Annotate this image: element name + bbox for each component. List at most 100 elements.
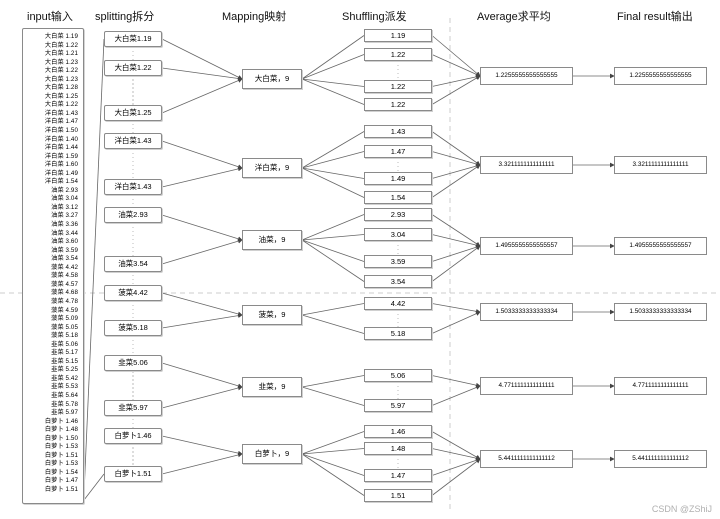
split-box-0[interactable]: 大白菜1.19	[104, 31, 162, 47]
input-row: 韭菜 5.42	[51, 374, 78, 382]
split-box-10[interactable]: 韭菜5.97	[104, 400, 162, 416]
map-box-0[interactable]: 大白菜，9	[242, 69, 302, 89]
split-box-8[interactable]: 菠菜5.18	[104, 320, 162, 336]
input-row: 大白菜 1.22	[44, 41, 78, 49]
shuffle-box-5[interactable]: 1.47	[364, 145, 432, 158]
input-row: 菠菜 4.57	[51, 280, 78, 288]
average-box-2[interactable]: 1.4955555555555557	[480, 237, 573, 255]
final-box-2[interactable]: 1.4955555555555557	[614, 237, 707, 255]
input-row: 韭菜 5.64	[51, 391, 78, 399]
final-box-0[interactable]: 1.2255555555555555	[614, 67, 707, 85]
shuffle-box-8[interactable]: 2.93	[364, 208, 432, 221]
input-row: 白萝卜 1.50	[44, 434, 78, 442]
input-row: 大白菜 1.28	[44, 84, 78, 92]
input-row: 韭菜 5.06	[51, 340, 78, 348]
input-row: 菠菜 4.68	[51, 289, 78, 297]
input-row: 洋白菜 1.59	[44, 152, 78, 160]
column-header-0: input输入	[27, 11, 73, 23]
shuffle-box-16[interactable]: 1.46	[364, 425, 432, 438]
input-row: 韭菜 5.25	[51, 366, 78, 374]
final-box-1[interactable]: 3.3211111111111111	[614, 156, 707, 174]
input-row: 大白菜 1.22	[44, 101, 78, 109]
shuffle-box-9[interactable]: 3.04	[364, 228, 432, 241]
shuffle-box-11[interactable]: 3.54	[364, 275, 432, 288]
final-box-3[interactable]: 1.5033333333333334	[614, 303, 707, 321]
input-row: 洋白菜 1.43	[44, 109, 78, 117]
input-row: 油菜 2.93	[51, 186, 78, 194]
input-row: 大白菜 1.19	[44, 33, 78, 40]
split-box-6[interactable]: 油菜3.54	[104, 256, 162, 272]
shuffle-box-7[interactable]: 1.54	[364, 191, 432, 204]
input-row: 菠菜 5.18	[51, 332, 78, 340]
column-header-5: Final result输出	[617, 11, 693, 23]
input-row: 白萝卜 1.51	[44, 485, 78, 493]
map-box-2[interactable]: 油菜，9	[242, 230, 302, 250]
input-row: 大白菜 1.25	[44, 92, 78, 100]
input-row: 油菜 3.60	[51, 238, 78, 246]
input-row: 洋白菜 1.50	[44, 127, 78, 135]
split-box-12[interactable]: 白萝卜1.51	[104, 466, 162, 482]
shuffle-box-12[interactable]: 4.42	[364, 297, 432, 310]
shuffle-box-0[interactable]: 1.19	[364, 29, 432, 42]
shuffle-box-19[interactable]: 1.51	[364, 489, 432, 502]
average-box-3[interactable]: 1.5033333333333334	[480, 303, 573, 321]
shuffle-box-15[interactable]: 5.97	[364, 399, 432, 412]
input-row: 菠菜 5.09	[51, 315, 78, 323]
average-box-0[interactable]: 1.2255555555555555	[480, 67, 573, 85]
average-box-1[interactable]: 3.3211111111111111	[480, 156, 573, 174]
input-row: 白萝卜 1.54	[44, 468, 78, 476]
shuffle-box-3[interactable]: 1.22	[364, 98, 432, 111]
input-row: 菠菜 4.58	[51, 272, 78, 280]
map-box-1[interactable]: 洋白菜，9	[242, 158, 302, 178]
shuffle-box-18[interactable]: 1.47	[364, 469, 432, 482]
average-box-5[interactable]: 5.4411111111111112	[480, 450, 573, 468]
input-row: 白萝卜 1.47	[44, 477, 78, 485]
input-row: 油菜 3.04	[51, 195, 78, 203]
shuffle-box-1[interactable]: 1.22	[364, 48, 432, 61]
split-box-4[interactable]: 洋白菜1.43	[104, 179, 162, 195]
split-box-9[interactable]: 韭菜5.06	[104, 355, 162, 371]
split-box-3[interactable]: 洋白菜1.43	[104, 133, 162, 149]
shuffle-box-14[interactable]: 5.06	[364, 369, 432, 382]
input-row: 洋白菜 1.40	[44, 135, 78, 143]
split-box-7[interactable]: 菠菜4.42	[104, 285, 162, 301]
input-row: 白萝卜 1.53	[44, 443, 78, 451]
split-box-2[interactable]: 大白菜1.25	[104, 105, 162, 121]
input-row: 菠菜 4.59	[51, 306, 78, 314]
input-row: 韭菜 5.78	[51, 400, 78, 408]
flow-edges	[83, 35, 615, 501]
split-box-11[interactable]: 白萝卜1.46	[104, 428, 162, 444]
shuffle-box-17[interactable]: 1.48	[364, 442, 432, 455]
split-box-5[interactable]: 油菜2.93	[104, 207, 162, 223]
input-row: 菠菜 4.78	[51, 297, 78, 305]
map-box-3[interactable]: 菠菜，9	[242, 305, 302, 325]
split-box-1[interactable]: 大白菜1.22	[104, 60, 162, 76]
final-box-5[interactable]: 5.4411111111111112	[614, 450, 707, 468]
input-row: 大白菜 1.23	[44, 58, 78, 66]
input-row: 油菜 3.59	[51, 246, 78, 254]
input-row: 韭菜 5.17	[51, 349, 78, 357]
input-row: 白萝卜 1.53	[44, 460, 78, 468]
map-box-5[interactable]: 白萝卜，9	[242, 444, 302, 464]
input-row: 洋白菜 1.44	[44, 144, 78, 152]
input-row: 油菜 3.44	[51, 229, 78, 237]
input-row: 大白菜 1.22	[44, 67, 78, 75]
shuffle-box-6[interactable]: 1.49	[364, 172, 432, 185]
column-header-1: splitting拆分	[95, 11, 155, 23]
final-box-4[interactable]: 4.7711111111111111	[614, 377, 707, 395]
shuffle-box-10[interactable]: 3.59	[364, 255, 432, 268]
average-box-4[interactable]: 4.7711111111111111	[480, 377, 573, 395]
input-row: 油菜 3.54	[51, 255, 78, 263]
input-row: 白萝卜 1.48	[44, 426, 78, 434]
input-row: 油菜 3.12	[51, 203, 78, 211]
shuffle-box-13[interactable]: 5.18	[364, 327, 432, 340]
map-box-4[interactable]: 韭菜，9	[242, 377, 302, 397]
column-header-2: Mapping映射	[222, 11, 287, 23]
shuffle-box-2[interactable]: 1.22	[364, 80, 432, 93]
input-row: 韭菜 5.53	[51, 383, 78, 391]
input-row: 油菜 3.36	[51, 221, 78, 229]
shuffle-box-4[interactable]: 1.43	[364, 125, 432, 138]
input-row: 韭菜 5.97	[51, 409, 78, 417]
